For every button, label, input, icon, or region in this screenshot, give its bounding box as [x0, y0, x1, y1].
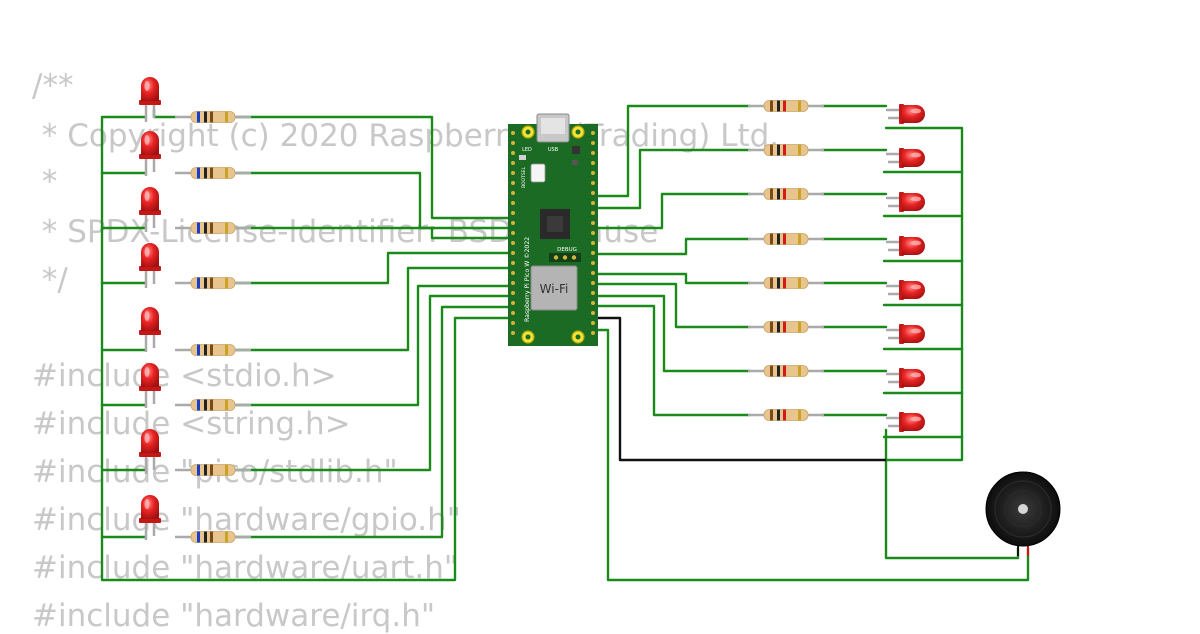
wifi-label: Wi-Fi	[540, 282, 569, 296]
resistor-left-1[interactable]	[173, 110, 253, 124]
left-wires	[100, 108, 512, 582]
resistor-right-7[interactable]	[746, 364, 826, 378]
bootsel-button[interactable]	[530, 163, 546, 183]
resistor-right-6[interactable]	[746, 320, 826, 334]
led-right-1[interactable]	[884, 102, 927, 126]
left-resistors	[173, 110, 253, 544]
resistor-right-1[interactable]	[746, 99, 826, 113]
led-left-5[interactable]	[137, 305, 163, 354]
led-label: LED	[522, 147, 532, 153]
resistor-right-4[interactable]	[746, 232, 826, 246]
board-label: Raspberry Pi Pico W ©2022	[523, 237, 531, 322]
led-right-2[interactable]	[884, 146, 927, 170]
led-left-2[interactable]	[137, 129, 163, 178]
resistor-right-5[interactable]	[746, 276, 826, 290]
board-pins-left	[511, 131, 515, 335]
resistor-right-2[interactable]	[746, 143, 826, 157]
resistor-left-6[interactable]	[173, 398, 253, 412]
resistor-left-2[interactable]	[173, 166, 253, 180]
buzzer[interactable]	[985, 471, 1061, 556]
debug-label: DEBUG	[557, 247, 577, 253]
resistor-right-8[interactable]	[746, 408, 826, 422]
board-pins-right	[591, 131, 595, 335]
led-right-6[interactable]	[884, 322, 927, 346]
led-right-4[interactable]	[884, 234, 927, 258]
resistor-right-3[interactable]	[746, 187, 826, 201]
pico-w-board[interactable]: USB LED	[508, 113, 598, 346]
led-right-8[interactable]	[884, 410, 927, 434]
resistor-left-5[interactable]	[173, 343, 253, 357]
right-resistors	[746, 99, 826, 422]
resistor-left-3[interactable]	[173, 221, 253, 235]
led-right-7[interactable]	[884, 366, 927, 390]
resistor-left-8[interactable]	[173, 530, 253, 544]
bootsel-label: BOOTSEL	[521, 166, 527, 188]
led-right-3[interactable]	[884, 190, 927, 214]
led-left-8[interactable]	[137, 493, 163, 542]
led-left-1[interactable]	[137, 75, 163, 124]
usb-label: USB	[548, 147, 559, 153]
led-left-7[interactable]	[137, 427, 163, 476]
led-left-6[interactable]	[137, 361, 163, 410]
resistor-left-4[interactable]	[173, 276, 253, 290]
led-right-5[interactable]	[884, 278, 927, 302]
right-leds	[884, 102, 927, 434]
resistor-left-7[interactable]	[173, 463, 253, 477]
led-left-4[interactable]	[137, 241, 163, 290]
wifi-module	[530, 265, 578, 311]
right-wires	[594, 104, 1030, 582]
led-left-3[interactable]	[137, 185, 163, 234]
